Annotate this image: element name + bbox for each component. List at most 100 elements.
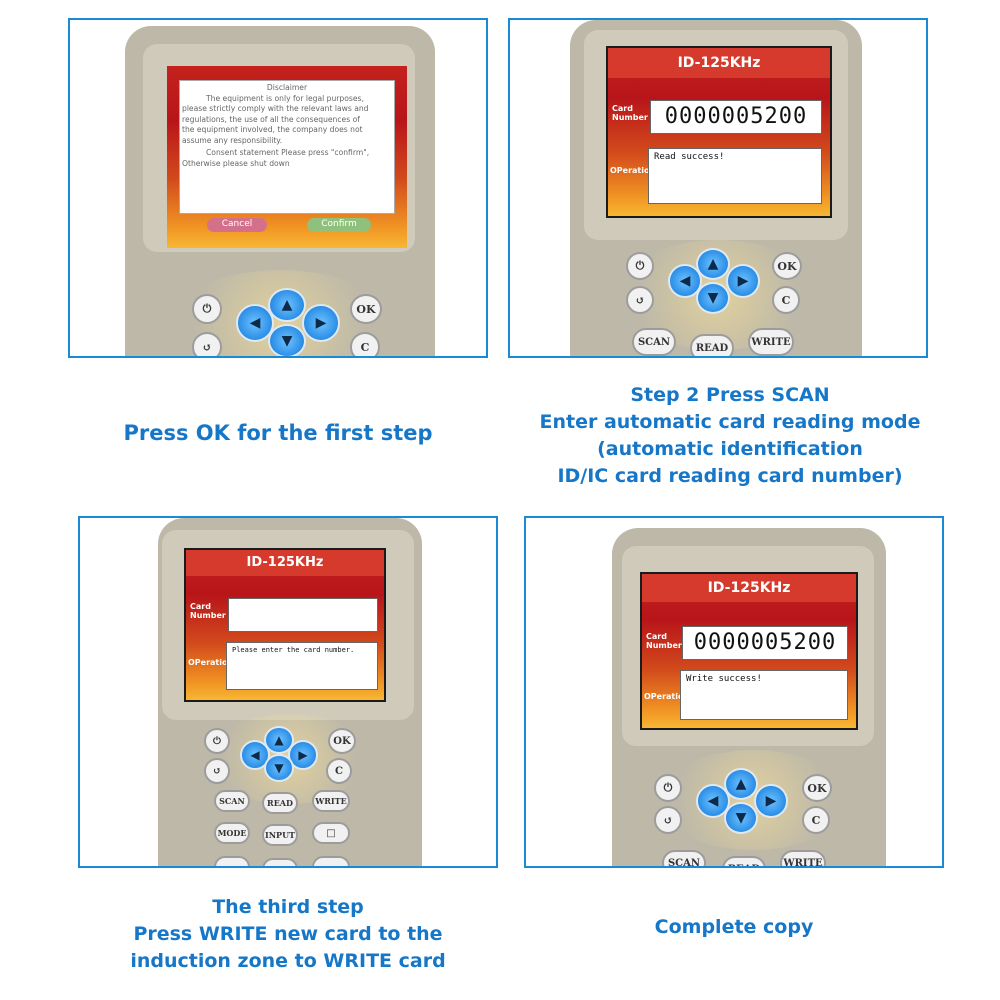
disclaimer-dialog: Disclaimer The equipment is only for leg… <box>179 80 395 214</box>
dpad-left-button[interactable]: ◀ <box>696 784 730 818</box>
caption-line: Press WRITE new card to the <box>133 923 443 945</box>
operation-label: OPeration <box>188 658 234 667</box>
ok-button[interactable]: OK <box>328 728 356 754</box>
keypad-row-partial[interactable] <box>214 856 250 866</box>
scan-button[interactable]: SCAN <box>214 790 250 812</box>
c-button[interactable]: C <box>802 806 830 834</box>
dpad-down-button[interactable]: ▼ <box>696 282 730 314</box>
back-icon: ↺ <box>212 765 222 777</box>
caption-line: (automatic identification <box>597 438 863 460</box>
card-number-field <box>228 598 378 632</box>
arrow-right-icon: ▶ <box>765 793 777 809</box>
operation-label: OPeration <box>644 692 690 701</box>
keypad-row-partial[interactable] <box>262 858 298 866</box>
operation-label: OPeration <box>610 166 656 175</box>
caption-line: Enter automatic card reading mode <box>539 411 921 433</box>
caption-line: Step 2 Press SCAN <box>630 384 830 406</box>
read-button[interactable]: READ <box>262 792 298 814</box>
device-screen: ID-125KHz Card Number 0000005200 OPerati… <box>640 572 858 730</box>
dialog-line: Otherwise please shut down <box>182 158 290 168</box>
scan-button[interactable]: SCAN <box>662 850 706 866</box>
arrow-down-icon: ▼ <box>281 333 293 349</box>
power-button[interactable]: ⏻ <box>192 294 222 324</box>
arrow-right-icon: ▶ <box>298 748 308 762</box>
dialog-line: Consent statement Please press "confirm"… <box>206 148 370 157</box>
operation-message: Please enter the card number. <box>226 642 378 690</box>
arrow-up-icon: ▲ <box>274 733 284 747</box>
scan-button[interactable]: SCAN <box>632 328 676 356</box>
arrow-right-icon: ▶ <box>315 315 327 331</box>
power-icon: ⏻ <box>635 259 645 272</box>
c-button[interactable]: C <box>350 332 380 356</box>
device-screen: ID-125KHz Card Number 0000005200 OPerati… <box>606 46 832 218</box>
write-button[interactable]: WRITE <box>780 850 826 866</box>
device-screen: ID-125KHz Card Number OPeration Please e… <box>184 548 386 702</box>
arrow-left-icon: ◀ <box>250 748 260 762</box>
dialog-line: The equipment is only for legal purposes… <box>206 93 364 103</box>
caption-line: ID/IC card reading card number) <box>557 465 903 487</box>
caption-line: The third step <box>212 896 364 918</box>
caption-step1: Press OK for the first step <box>68 420 488 447</box>
dpad-right-button[interactable]: ▶ <box>726 264 760 298</box>
arrow-right-icon: ▶ <box>737 273 749 289</box>
back-button[interactable]: ↺ <box>654 806 682 834</box>
back-button[interactable]: ↺ <box>192 332 222 356</box>
dpad-left-button[interactable]: ◀ <box>236 304 274 342</box>
dialog-title: Disclaimer <box>266 83 308 92</box>
square-icon: □ <box>326 827 336 839</box>
ok-button[interactable]: OK <box>802 774 832 802</box>
back-button[interactable]: ↺ <box>626 286 654 314</box>
arrow-left-icon: ◀ <box>707 793 719 809</box>
power-icon: ⏻ <box>213 735 221 747</box>
back-icon: ↺ <box>202 340 212 354</box>
read-button[interactable]: READ <box>690 334 734 356</box>
caption-step3: The third step Press WRITE new card to t… <box>78 894 498 975</box>
c-button[interactable]: C <box>326 758 352 784</box>
caption-line: Complete copy <box>654 916 814 938</box>
card-number-label: Card Number <box>612 104 648 122</box>
dpad-down-button[interactable]: ▼ <box>724 802 758 834</box>
caption-step2: Step 2 Press SCAN Enter automatic card r… <box>508 382 952 490</box>
square-button[interactable]: □ <box>312 822 350 844</box>
write-button[interactable]: WRITE <box>748 328 794 356</box>
keypad-row-partial[interactable] <box>312 856 350 866</box>
panel-step4: ID-125KHz Card Number 0000005200 OPerati… <box>524 516 944 868</box>
back-button[interactable]: ↺ <box>204 758 230 784</box>
power-icon: ⏻ <box>202 302 212 315</box>
dialog-line: assume any responsibility. <box>182 135 283 145</box>
card-number-label: Card Number <box>646 632 682 650</box>
back-icon: ↺ <box>663 813 673 827</box>
power-button[interactable]: ⏻ <box>626 252 654 280</box>
arrow-down-icon: ▼ <box>274 761 284 775</box>
device-screen: Disclaimer The equipment is only for leg… <box>167 66 407 248</box>
dpad-up-button[interactable]: ▲ <box>724 768 758 800</box>
write-button[interactable]: WRITE <box>312 790 350 812</box>
ok-button[interactable]: OK <box>772 252 802 280</box>
card-number-label: Card Number <box>190 602 226 620</box>
arrow-down-icon: ▼ <box>735 810 747 826</box>
c-button[interactable]: C <box>772 286 800 314</box>
operation-message: Read success! <box>648 148 822 204</box>
dialog-line: the equipment involved, the company does… <box>182 125 363 134</box>
dpad-down-button[interactable]: ▼ <box>268 324 306 356</box>
caption-line: Press OK for the first step <box>123 421 433 445</box>
mode-button[interactable]: MODE <box>214 822 250 844</box>
power-button[interactable]: ⏻ <box>654 774 682 802</box>
cancel-button[interactable]: Cancel <box>207 218 267 232</box>
ok-button[interactable]: OK <box>350 294 382 324</box>
input-button[interactable]: INPUT <box>262 824 298 846</box>
dpad-up-button[interactable]: ▲ <box>696 248 730 280</box>
read-button[interactable]: READ <box>722 856 766 866</box>
panel-step1: Disclaimer The equipment is only for leg… <box>68 18 488 358</box>
arrow-down-icon: ▼ <box>707 290 719 306</box>
dpad-right-button[interactable]: ▶ <box>754 784 788 818</box>
back-icon: ↺ <box>635 293 645 307</box>
arrow-left-icon: ◀ <box>249 315 261 331</box>
arrow-up-icon: ▲ <box>707 256 719 272</box>
card-number-field: 0000005200 <box>650 100 822 134</box>
dpad-right-button[interactable]: ▶ <box>302 304 340 342</box>
dpad-down-button[interactable]: ▼ <box>264 754 294 782</box>
power-button[interactable]: ⏻ <box>204 728 230 754</box>
confirm-button[interactable]: Confirm <box>307 218 371 232</box>
dpad-up-button[interactable]: ▲ <box>268 288 306 322</box>
